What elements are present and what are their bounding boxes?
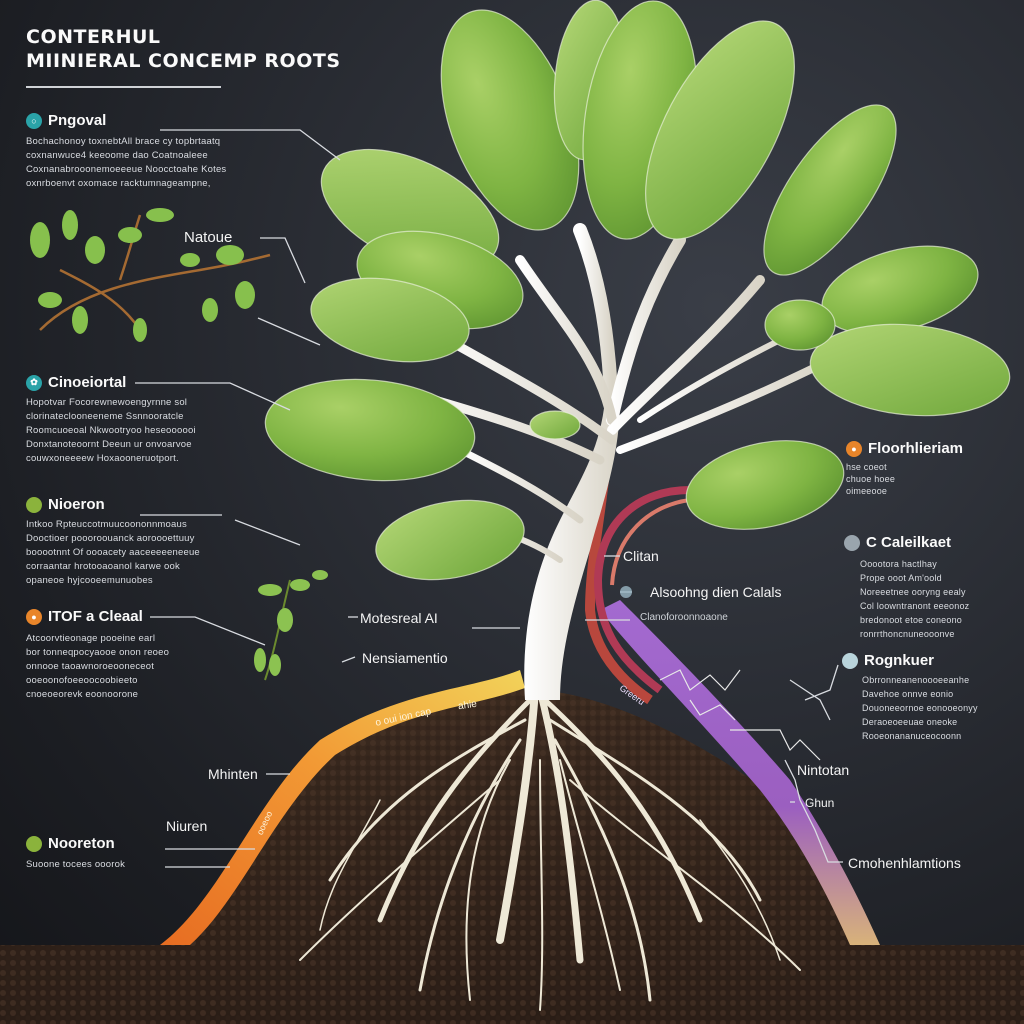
dot-icon — [842, 652, 858, 669]
callout-alsoohng: Alsoohng dien Calals — [650, 584, 782, 600]
shield-icon: ○ — [26, 112, 42, 129]
section-body: Suoone tocees ooorok — [26, 859, 126, 870]
callout-natoue: Natoue — [184, 229, 233, 246]
callout-motesreal: Motesreal AI — [360, 610, 438, 626]
section-body: Intkoo Rpteuccotmuucoononnmoaus Dooctioe… — [26, 519, 200, 586]
callout-niuren: Niuren — [166, 818, 208, 834]
title-line-1: CONTERHUL — [26, 26, 161, 48]
section-title: Rognkuer — [864, 652, 935, 669]
section-body: Ooootora hactlhay Prope ooot Am'oold Nor… — [860, 559, 970, 639]
section-body: Bochachonoy toxnebtAll brace cy topbrtaa… — [26, 136, 227, 189]
dot-icon: ● — [846, 440, 862, 457]
leaf-icon: ✿ — [26, 374, 42, 391]
section-title: Nioeron — [48, 496, 105, 513]
dot-icon — [844, 534, 860, 551]
callout-mhinten: Mhinten — [208, 766, 258, 782]
title-divider — [26, 86, 221, 88]
section-rognkuer: Rognkuer Obrronneanenoooeeanhe Davehoe o… — [842, 652, 978, 743]
section-cinoeiortal: ✿ Cinoeiortal Hopotvar Focorewnewoengyrn… — [26, 374, 196, 466]
section-title: Pngoval — [48, 112, 107, 129]
section-body: Obrronneanenoooeeanhe Davehoe onnve eoni… — [862, 675, 978, 741]
section-c-caleilkaet: C Caleilkaet Ooootora hactlhay Prope ooo… — [844, 534, 969, 641]
sphere-icon — [26, 835, 42, 852]
callout-nintotan: Nintotan — [797, 762, 850, 778]
section-body: Atcoorvtieonage pooeine earl bor tonneqp… — [26, 633, 170, 700]
section-nioeron: Nioeron Intkoo Rpteuccotmuucoononnmoaus … — [26, 496, 200, 588]
callout-nensiamentio: Nensiamentio — [362, 650, 448, 666]
section-title: Floorhlieriam — [868, 440, 964, 457]
section-nooreton: Nooreton Suoone tocees ooorok — [26, 835, 125, 872]
section-pngoval: ○ Pngoval Bochachonoy toxnebtAll brace c… — [26, 112, 226, 191]
section-title: C Caleilkaet — [866, 534, 952, 551]
dot-icon: ● — [26, 608, 42, 625]
callout-cmohen: Cmohenhlamtions — [848, 855, 961, 871]
callout-ghun: Ghun — [805, 796, 835, 810]
section-title: Cinoeiortal — [48, 374, 127, 391]
callout-clitan: Clitan — [623, 548, 659, 564]
section-title: Nooreton — [48, 835, 115, 852]
section-floorhlieriam: ● Floorhlieriam hse coeot chuoe hoee oim… — [846, 440, 963, 497]
sphere-icon — [26, 496, 42, 513]
section-body: Hopotvar Focorewnewoengyrnne sol clorina… — [26, 397, 196, 464]
title-line-2: MIINIERAL CONCEMP ROOTS — [26, 50, 341, 72]
section-title: ITOF a Cleaal — [48, 608, 143, 625]
section-body: hse coeot chuoe hoee oimeeooe — [846, 462, 896, 496]
callout-clanotor: Clanoforoonnoaone — [640, 612, 728, 623]
section-itof-a-cleaal: ● ITOF a Cleaal Atcoorvtieonage pooeine … — [26, 608, 169, 702]
